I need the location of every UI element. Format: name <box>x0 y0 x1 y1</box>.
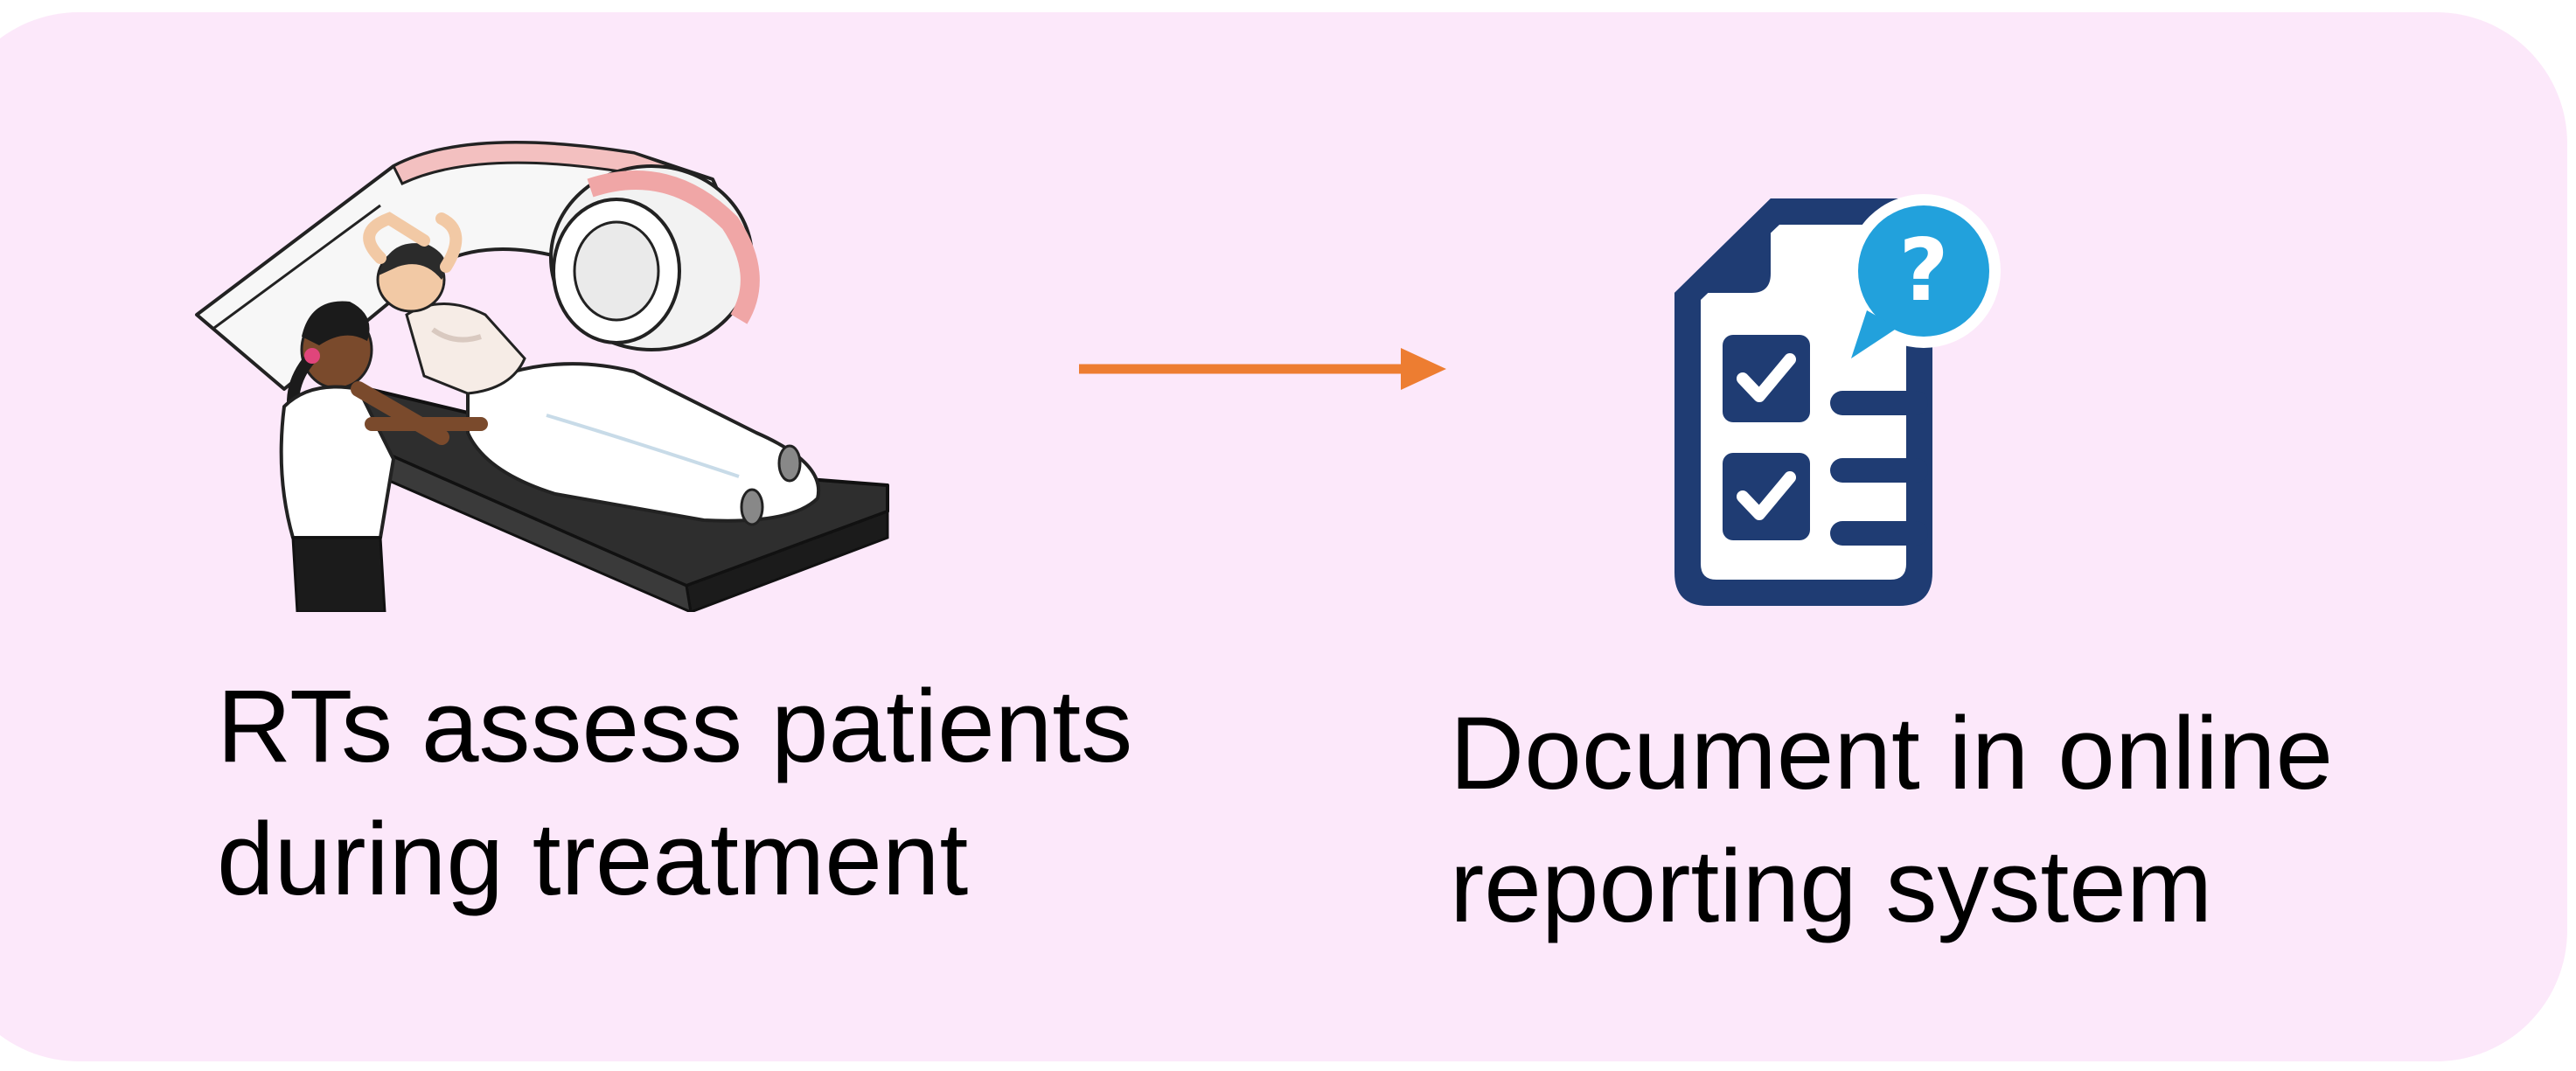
step-1-caption-line-2: during treatment <box>217 802 969 917</box>
step-2-caption: Document in online reporting system <box>1450 687 2333 953</box>
step-1-caption: RTs assess patients during treatment <box>217 660 1132 926</box>
step-2-caption-line-1: Document in online <box>1450 696 2334 811</box>
svg-text:?: ? <box>1899 221 1949 321</box>
right-arrow-icon <box>1079 348 1446 390</box>
step-2-caption-line-2: reporting system <box>1450 829 2213 944</box>
step-1-caption-line-1: RTs assess patients <box>217 669 1133 784</box>
radiotherapy-treatment-illustration <box>195 141 889 612</box>
checklist-document-question-icon: ? <box>1674 194 2001 606</box>
